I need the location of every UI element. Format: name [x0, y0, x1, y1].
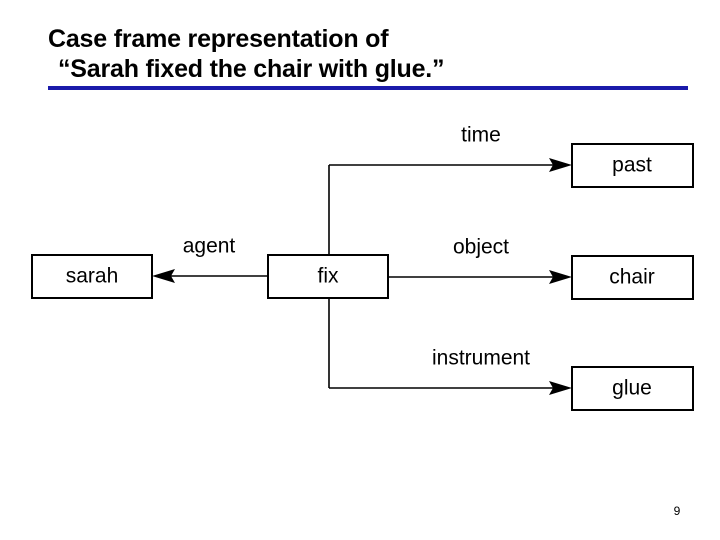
node-past-label: past — [612, 154, 652, 177]
edge-label-agent: agent — [183, 235, 236, 258]
edge-time: time — [329, 124, 572, 172]
page-title-line-2: “Sarah fixed the chair with glue.” — [58, 55, 445, 83]
title-underline-rule — [48, 86, 688, 90]
node-glue[interactable]: glue — [571, 366, 694, 411]
node-chair-box[interactable] — [571, 255, 694, 300]
page-title: Case frame representation of “Sarah fixe… — [48, 24, 688, 84]
node-past[interactable]: past — [571, 143, 694, 188]
edge-object-arrowhead — [549, 270, 572, 284]
node-chair[interactable]: chair — [571, 255, 694, 300]
edge-label-object: object — [453, 236, 509, 259]
node-glue-label: glue — [612, 377, 652, 400]
page-number: 9 — [673, 504, 681, 518]
edge-label-time: time — [461, 124, 501, 147]
node-fix[interactable]: fix — [267, 254, 389, 299]
node-chair-label: chair — [609, 266, 655, 289]
edge-agent-arrowhead — [152, 269, 175, 283]
edge-object: object — [388, 236, 572, 284]
node-fix-box[interactable] — [267, 254, 389, 299]
node-past-box[interactable] — [571, 143, 694, 188]
edge-instrument-arrowhead — [549, 381, 572, 395]
edge-agent: agent — [152, 235, 268, 283]
edge-instrument: instrument — [329, 347, 572, 395]
node-sarah-box[interactable] — [31, 254, 153, 299]
node-sarah-label: sarah — [66, 265, 119, 288]
node-fix-label: fix — [318, 265, 340, 288]
page-title-line-1: Case frame representation of — [48, 25, 389, 53]
edge-label-instrument: instrument — [432, 347, 530, 370]
edge-time-arrowhead — [549, 158, 572, 172]
node-sarah[interactable]: sarah — [31, 254, 153, 299]
node-glue-box[interactable] — [571, 366, 694, 411]
